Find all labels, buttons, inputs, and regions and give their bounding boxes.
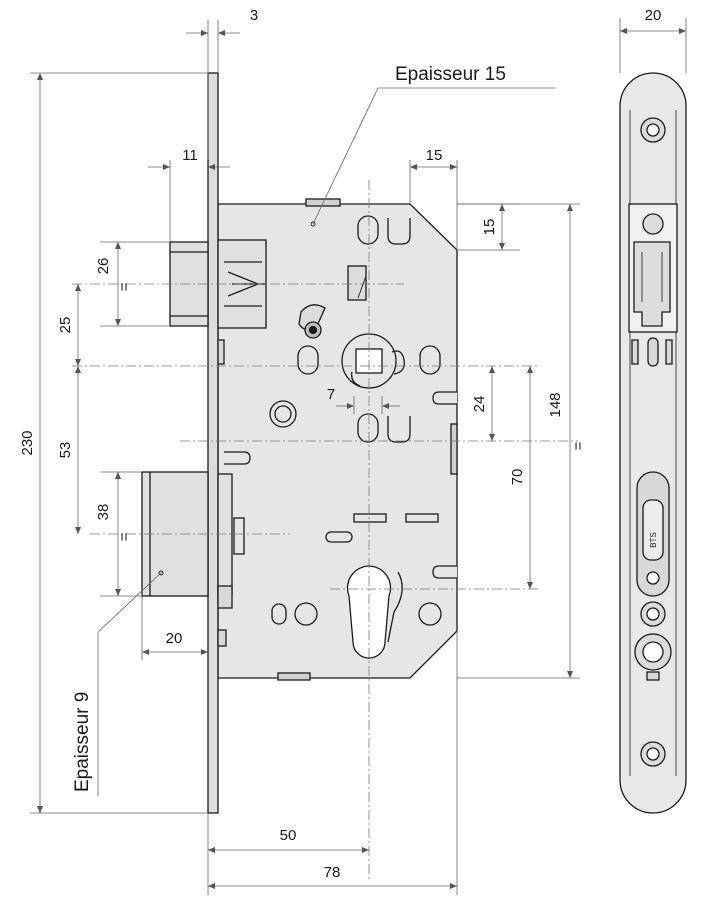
faceplate-side bbox=[207, 72, 219, 814]
label-thickness-bottom: Epaisseur 9 bbox=[72, 692, 93, 792]
dimension-labels: 3 11 15 15 26 = 25 53 38 = 230 7 24 70 1… bbox=[19, 7, 661, 881]
dimension-lines bbox=[30, 18, 687, 895]
dim-bolt-projection: 20 bbox=[166, 630, 183, 647]
cam-spring bbox=[387, 571, 403, 643]
dim-spindle-square: 7 bbox=[327, 386, 335, 403]
dim-spindle-center-offset: 24 bbox=[471, 396, 488, 413]
dim-case-depth: 78 bbox=[324, 864, 341, 881]
brand-mark: BTS bbox=[649, 532, 658, 548]
dim-chamfer-height: 15 bbox=[481, 219, 498, 236]
rivet-mark bbox=[310, 221, 316, 227]
slot bbox=[647, 337, 659, 367]
dim-equal-mark: = bbox=[570, 441, 587, 450]
faceplate-front-view: BTS bbox=[619, 72, 687, 814]
label-thickness-top: Epaisseur 15 bbox=[395, 64, 506, 85]
screw-hole bbox=[642, 213, 664, 235]
lever-arm bbox=[298, 304, 326, 339]
dim-latch-projection: 11 bbox=[182, 147, 198, 164]
screw-hole bbox=[640, 117, 666, 767]
dim-backset: 50 bbox=[280, 827, 297, 844]
dim-body-height: 148 bbox=[547, 392, 564, 417]
dim-faceplate-thickness: 3 bbox=[250, 7, 258, 24]
dim-center-distance-right: 70 bbox=[509, 469, 526, 486]
faceplate-tab bbox=[217, 339, 225, 365]
center-lines bbox=[72, 180, 578, 880]
dim-faceplate-width: 20 bbox=[645, 7, 662, 24]
catch-block bbox=[347, 265, 367, 301]
u-slot bbox=[224, 451, 251, 465]
small-tab bbox=[646, 671, 660, 681]
faceplate-tab bbox=[217, 629, 227, 647]
fixing-slot bbox=[271, 603, 287, 625]
screw-boss bbox=[357, 215, 411, 443]
dim-chamfer-width: 15 bbox=[426, 147, 443, 164]
slot bbox=[631, 339, 639, 365]
u-slot bbox=[432, 565, 457, 579]
bolt-screw bbox=[646, 571, 660, 585]
dim-equal-mark: = bbox=[116, 282, 133, 291]
dim-center-distance-left: 53 bbox=[57, 442, 74, 459]
faceplate-tab bbox=[217, 585, 233, 609]
dim-latch-center-offset: 25 bbox=[57, 317, 74, 334]
fixing-hole bbox=[418, 602, 442, 626]
dim-faceplate-height: 230 bbox=[19, 430, 36, 455]
side-notch bbox=[450, 423, 458, 475]
latch-face bbox=[633, 241, 671, 327]
fixing-hole bbox=[294, 602, 318, 626]
dim-equal-mark: = bbox=[116, 532, 133, 541]
slot-right bbox=[419, 345, 441, 375]
spring-slot bbox=[233, 513, 439, 555]
dim-bolt-height: 38 bbox=[95, 504, 112, 521]
dim-latch-height: 26 bbox=[95, 258, 112, 275]
slot bbox=[665, 339, 673, 365]
bolt-face bbox=[642, 499, 664, 561]
slot-left bbox=[297, 345, 319, 375]
bottom-lug bbox=[277, 672, 311, 681]
u-slot bbox=[432, 391, 457, 405]
bolt-mark bbox=[158, 570, 164, 576]
